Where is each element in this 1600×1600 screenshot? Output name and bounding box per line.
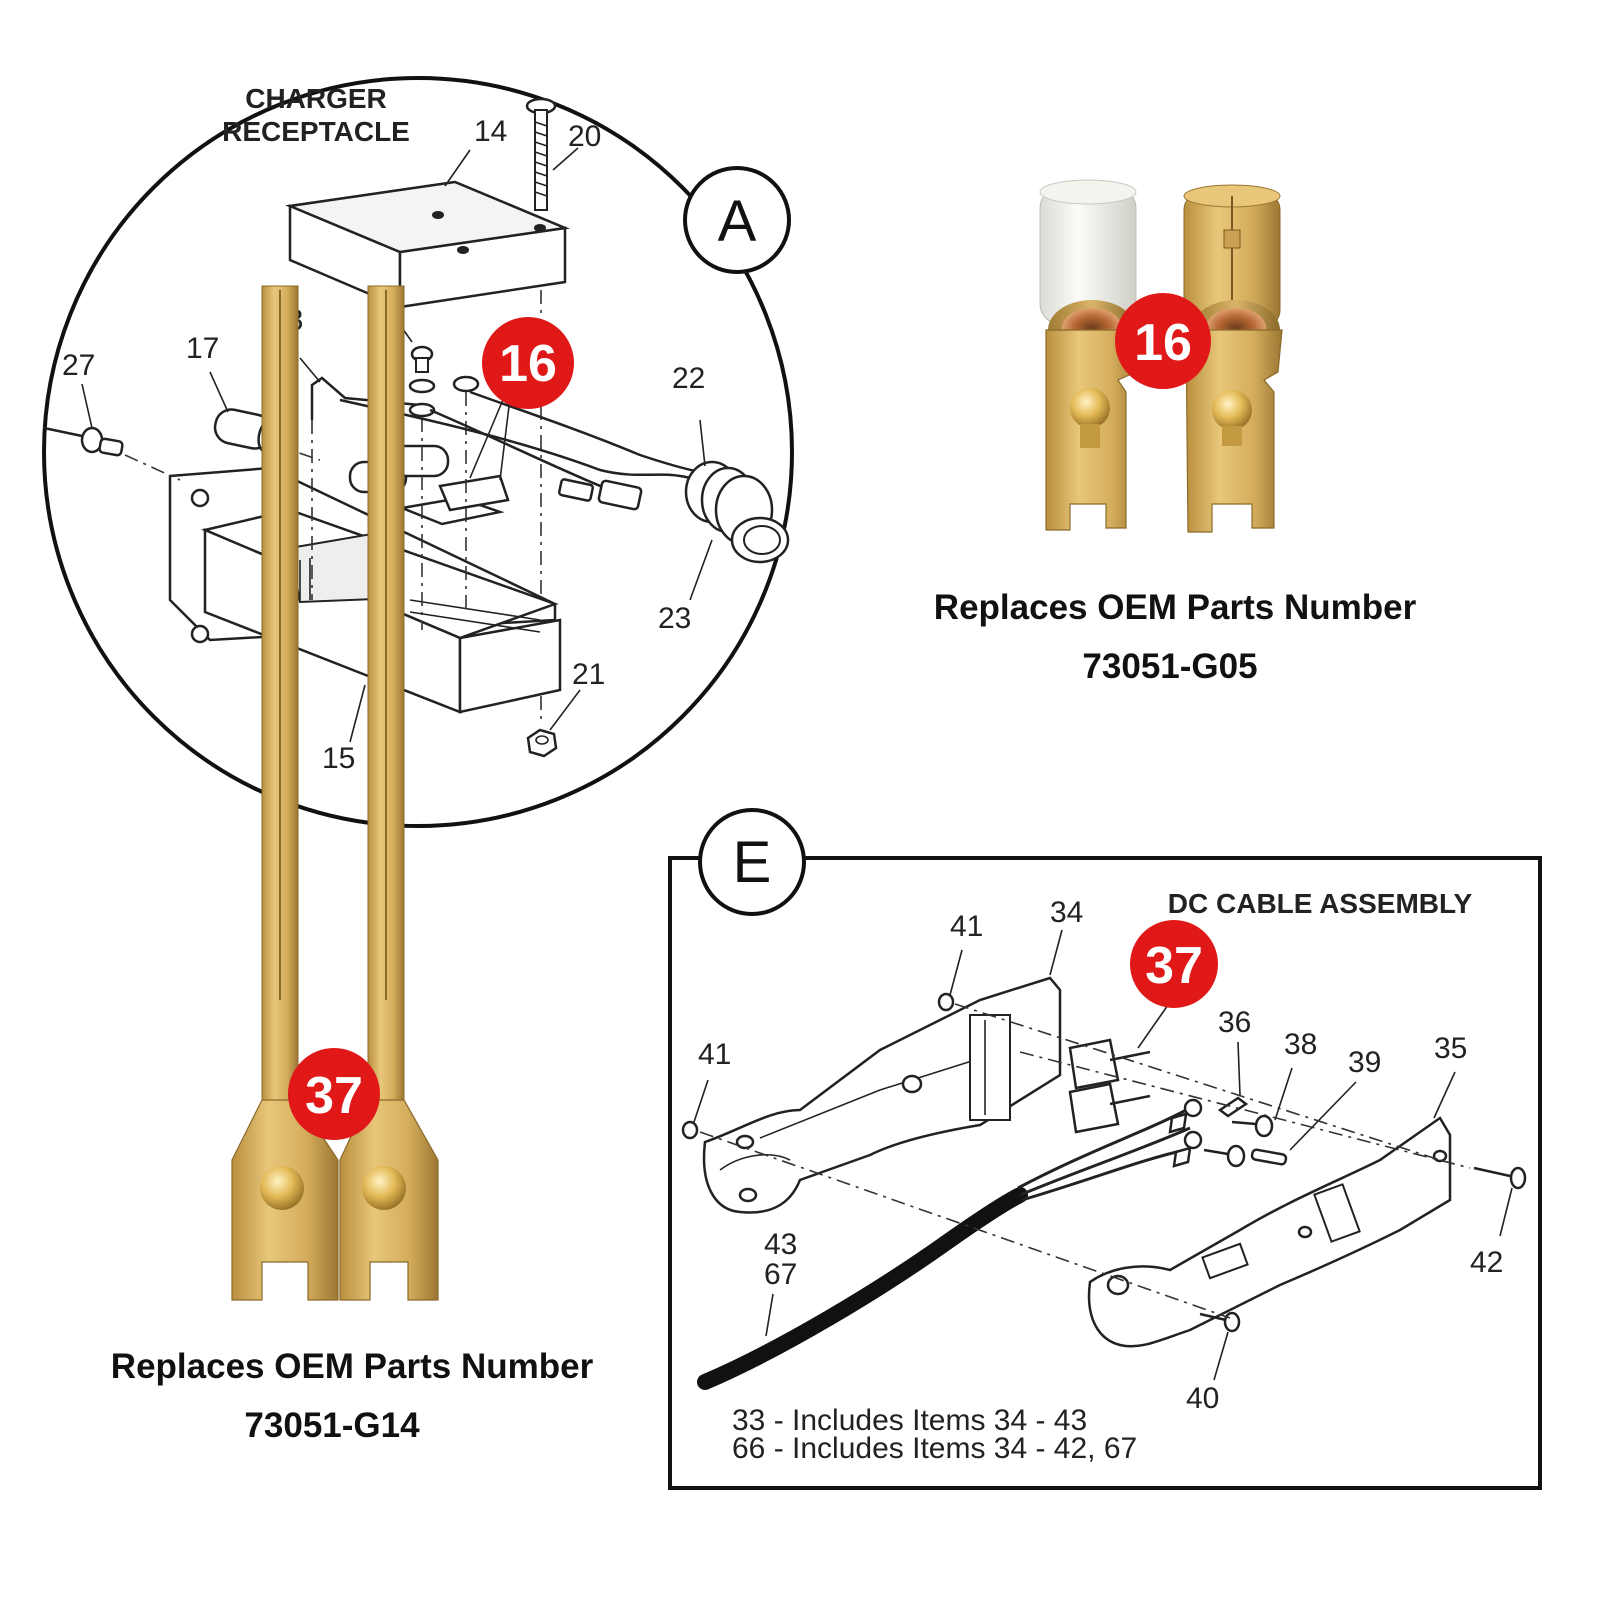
part-40-screw <box>1199 1311 1241 1333</box>
label-39: 39 <box>1348 1046 1381 1079</box>
part-35-handle-half <box>1087 1116 1452 1348</box>
label-22: 22 <box>672 362 705 395</box>
product-g05-badge-16: 16 <box>1115 293 1211 389</box>
product-g05-caption-line1: Replaces OEM Parts Number <box>934 588 1417 627</box>
detail-e-title: DC CABLE ASSEMBLY <box>1168 888 1473 919</box>
label-17: 17 <box>186 332 219 365</box>
note-line-2: 66 - Includes Items 34 - 42, 67 <box>732 1432 1137 1465</box>
part-34-handle-half <box>702 976 1062 1214</box>
label-27: 27 <box>62 349 95 382</box>
detail-e-letter: E <box>733 830 772 895</box>
label-41-top: 41 <box>950 910 983 943</box>
detail-a-letter: A <box>718 189 757 254</box>
detail-e-dc-cable-assembly: E DC CABLE ASSEMBLY <box>668 808 1542 1490</box>
terminal-right-brass <box>1183 184 1283 533</box>
detail-a-letter-badge: A <box>683 166 791 274</box>
part-42-screw <box>1473 1166 1527 1190</box>
note-line-1: 33 - Includes Items 34 - 43 <box>732 1404 1087 1437</box>
label-36: 36 <box>1218 1006 1251 1039</box>
part-21-nut <box>526 728 558 758</box>
detail-a-title-line2: RECEPTACLE <box>222 116 410 147</box>
svg-text:37: 37 <box>1145 937 1203 995</box>
terminal-g14-right <box>339 285 439 1301</box>
label-67: 67 <box>764 1258 797 1291</box>
part-43-cable <box>697 1106 1191 1390</box>
label-41-left: 41 <box>698 1038 731 1071</box>
detail-a-title-line1: CHARGER <box>245 83 387 114</box>
label-34: 34 <box>1050 896 1083 929</box>
detail-e-letter-badge: E <box>698 808 806 916</box>
part-41-washer-top <box>937 992 955 1012</box>
part-14-cover <box>285 180 570 309</box>
detail-a-badge-16: 16 <box>482 317 574 409</box>
svg-text:16: 16 <box>499 335 557 393</box>
label-14: 14 <box>474 115 507 148</box>
product-photo-g05: 16 <box>1039 179 1283 533</box>
terminal-left-white-cap <box>1039 179 1141 531</box>
part-39-pin <box>1250 1148 1288 1166</box>
part-20-screw <box>525 97 557 211</box>
detail-a-charger-receptacle: A CHARGER RECEPTACLE <box>42 76 794 828</box>
part-16-terminal-clips <box>348 444 510 526</box>
label-21: 21 <box>572 658 605 691</box>
label-43: 43 <box>764 1228 797 1261</box>
part-22-23-grommet <box>684 460 790 564</box>
detail-e-badge-37: 37 <box>1130 920 1218 1008</box>
product-g14-caption-line1: Replaces OEM Parts Number <box>111 1347 594 1386</box>
label-35: 35 <box>1434 1032 1467 1065</box>
product-g14-badge-37: 37 <box>288 1048 380 1140</box>
part-41-washer-left <box>681 1120 699 1140</box>
svg-text:16: 16 <box>1134 314 1192 372</box>
terminal-g14-left <box>231 285 339 1301</box>
part-38-screws <box>1203 1114 1274 1168</box>
svg-text:37: 37 <box>305 1067 363 1125</box>
label-23: 23 <box>658 602 691 635</box>
label-15: 15 <box>322 742 355 775</box>
product-photo-g14: 37 <box>231 285 439 1301</box>
label-38: 38 <box>1284 1028 1317 1061</box>
wire-harness <box>339 390 701 492</box>
label-42: 42 <box>1470 1246 1503 1279</box>
product-g05-caption-line2: 73051-G05 <box>1082 647 1257 686</box>
product-g14-caption-line2: 73051-G14 <box>244 1406 420 1445</box>
part-36-clip <box>1217 1096 1249 1118</box>
label-20: 20 <box>568 120 601 153</box>
label-40: 40 <box>1186 1382 1219 1415</box>
part-19-screw <box>408 345 480 418</box>
